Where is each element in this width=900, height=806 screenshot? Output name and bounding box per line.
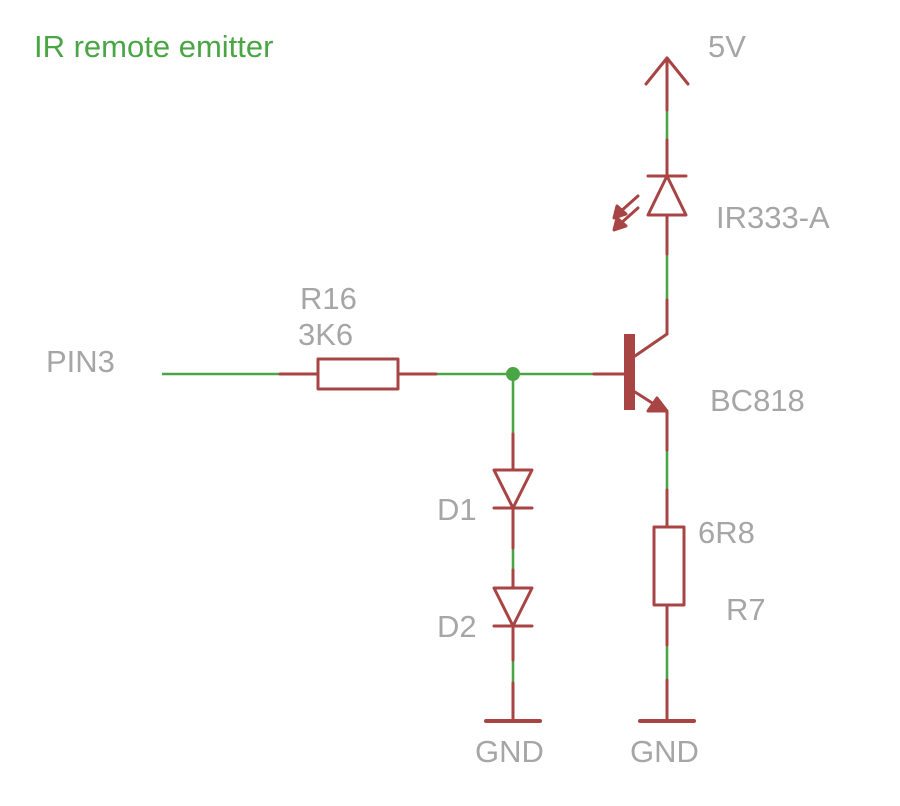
diagram-title: IR remote emitter xyxy=(34,29,273,64)
net-wires xyxy=(162,110,669,683)
label-r16-value: 3K6 xyxy=(298,317,353,352)
diode-d1-symbol xyxy=(492,432,534,550)
transistor-bc818-symbol xyxy=(592,298,669,452)
label-r7-name: R7 xyxy=(726,592,766,627)
component-symbols xyxy=(278,56,696,723)
label-gnd-left: GND xyxy=(475,734,544,769)
resistor-r16-symbol xyxy=(278,357,438,391)
label-ir-led: IR333-A xyxy=(716,200,830,235)
gnd-left-symbol xyxy=(484,681,542,723)
label-r16-name: R16 xyxy=(300,281,357,316)
label-d2: D2 xyxy=(437,609,477,644)
gnd-right-symbol xyxy=(638,678,696,723)
label-pin3: PIN3 xyxy=(46,344,115,379)
resistor-r7-symbol xyxy=(652,488,686,647)
ir-led-symbol xyxy=(646,138,688,256)
label-d1: D1 xyxy=(437,492,477,527)
label-gnd-right: GND xyxy=(630,734,699,769)
label-5v: 5V xyxy=(708,29,746,64)
junction-dot xyxy=(506,367,520,381)
ir-emission-arrows-icon xyxy=(612,194,640,232)
supply-5v-arrow-icon xyxy=(644,56,690,112)
diode-d2-symbol xyxy=(492,568,534,662)
label-r7-value: 6R8 xyxy=(698,515,755,550)
label-bc818: BC818 xyxy=(710,383,805,418)
